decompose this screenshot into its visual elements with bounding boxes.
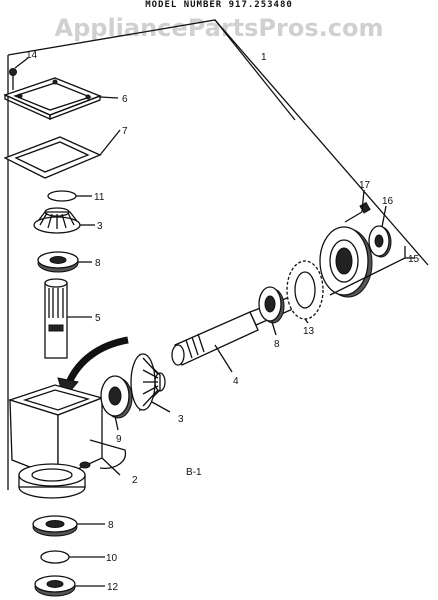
callout-1: 1: [261, 52, 267, 63]
part-9-bearing: [100, 375, 133, 419]
callout-6: 6: [122, 94, 128, 105]
callout-11: 11: [94, 192, 105, 203]
assembly-bracket-1: [7, 19, 429, 490]
part-12-seal: [34, 575, 76, 597]
part-3-bevel-gear-upper: [33, 207, 82, 234]
callout-3-upper: 3: [97, 221, 103, 232]
part-2-housing: [7, 384, 127, 499]
callout-3-lower: 3: [178, 414, 184, 425]
callout-8-lower: 8: [108, 520, 114, 531]
callout-17: 17: [359, 180, 371, 191]
part-8-bearing-upper: [37, 251, 79, 273]
callout-8-upper: 8: [95, 258, 101, 269]
part-3-bevel-gear-lower: [130, 353, 166, 412]
part-8-bearing-lower: [32, 515, 78, 537]
model-number-title: MODEL NUMBER 917.253480: [145, 0, 293, 10]
callout-12: 12: [107, 582, 119, 593]
part-14-screw: [9, 68, 17, 90]
callout-16: 16: [382, 196, 394, 207]
part-17-screw: [344, 201, 371, 223]
callout-14: 14: [26, 50, 38, 61]
callout-5: 5: [95, 313, 101, 324]
callout-8-right: 8: [274, 339, 280, 350]
callout-13: 13: [303, 326, 315, 337]
callout-2: 2: [132, 475, 138, 486]
part-16-seal: [368, 225, 392, 258]
callout-7: 7: [122, 126, 128, 137]
diagram-code: B-1: [186, 467, 202, 478]
part-10-ring: [40, 550, 70, 564]
part-8-bearing-right: [258, 286, 285, 324]
callout-numbers: 1 2 3 3 4 5 6 7 8 8 8 9 10 11 12 13 14 1…: [26, 50, 420, 593]
callout-10: 10: [106, 553, 118, 564]
leader-lines: [14, 57, 387, 587]
callout-9: 9: [116, 434, 122, 445]
part-11-ring: [47, 190, 77, 202]
part-15-bracket: [329, 246, 415, 296]
part-6-cover: [3, 77, 102, 121]
callout-15: 15: [408, 254, 420, 265]
part-7-gasket: [3, 136, 102, 179]
part-5-vertical-shaft: [44, 278, 68, 359]
part-13-gasket: [286, 260, 324, 320]
callout-4: 4: [233, 376, 239, 387]
